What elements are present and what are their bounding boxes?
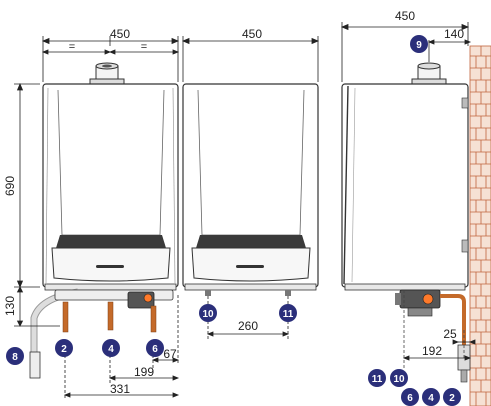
dim-conn-199: 199 xyxy=(134,365,154,379)
badge-11-rear-label: 11 xyxy=(283,309,294,320)
badge-6: 6 xyxy=(146,339,164,357)
dim-side-depth: 450 xyxy=(395,9,415,23)
badge-8: 8 xyxy=(6,347,24,365)
front-connections xyxy=(29,288,174,379)
dim-height-690: 690 xyxy=(3,176,17,196)
badge-11-side: 11 xyxy=(368,369,386,387)
badge-10-side: 10 xyxy=(390,369,408,387)
badge-2-side-label: 2 xyxy=(449,393,455,404)
dim-front-width: 450 xyxy=(110,27,130,41)
badge-11-rear: 11 xyxy=(279,304,297,322)
badge-10-side-label: 10 xyxy=(393,374,405,385)
badge-6-label: 6 xyxy=(152,344,158,355)
badge-10-rear: 10 xyxy=(199,304,217,322)
badge-4-side-label: 4 xyxy=(428,393,434,404)
front-view-boiler xyxy=(42,62,179,291)
dim-conn-260: 260 xyxy=(238,319,258,333)
dim-front-half-left: = xyxy=(69,41,75,53)
badge-2-label: 2 xyxy=(61,344,67,355)
dim-rear-width: 450 xyxy=(242,27,262,41)
badge-6-side: 6 xyxy=(401,388,419,406)
badge-8-label: 8 xyxy=(12,352,18,363)
dim-front-half-right: = xyxy=(141,41,147,53)
side-view-boiler xyxy=(341,45,491,406)
badge-11-side-label: 11 xyxy=(372,374,383,385)
dim-conn-331: 331 xyxy=(110,382,130,396)
brick-wall xyxy=(469,45,491,406)
dim-side-25: 25 xyxy=(443,327,457,341)
badge-10-rear-label: 10 xyxy=(202,309,214,320)
badge-2: 2 xyxy=(55,339,73,357)
badge-2-side: 2 xyxy=(443,388,461,406)
dim-conn-67: 67 xyxy=(163,347,177,361)
dim-height-130: 130 xyxy=(3,296,17,316)
rear-view-boiler xyxy=(182,83,319,296)
dim-side-192: 192 xyxy=(422,344,442,358)
badge-4-label: 4 xyxy=(108,344,114,355)
badge-4-side: 4 xyxy=(422,388,440,406)
badge-9-label: 9 xyxy=(416,40,422,51)
side-valve-assembly xyxy=(395,289,441,317)
badge-6-side-label: 6 xyxy=(407,393,413,404)
dim-side-flue-offset: 140 xyxy=(444,27,464,41)
badge-9: 9 xyxy=(410,35,428,53)
badge-4: 4 xyxy=(102,339,120,357)
